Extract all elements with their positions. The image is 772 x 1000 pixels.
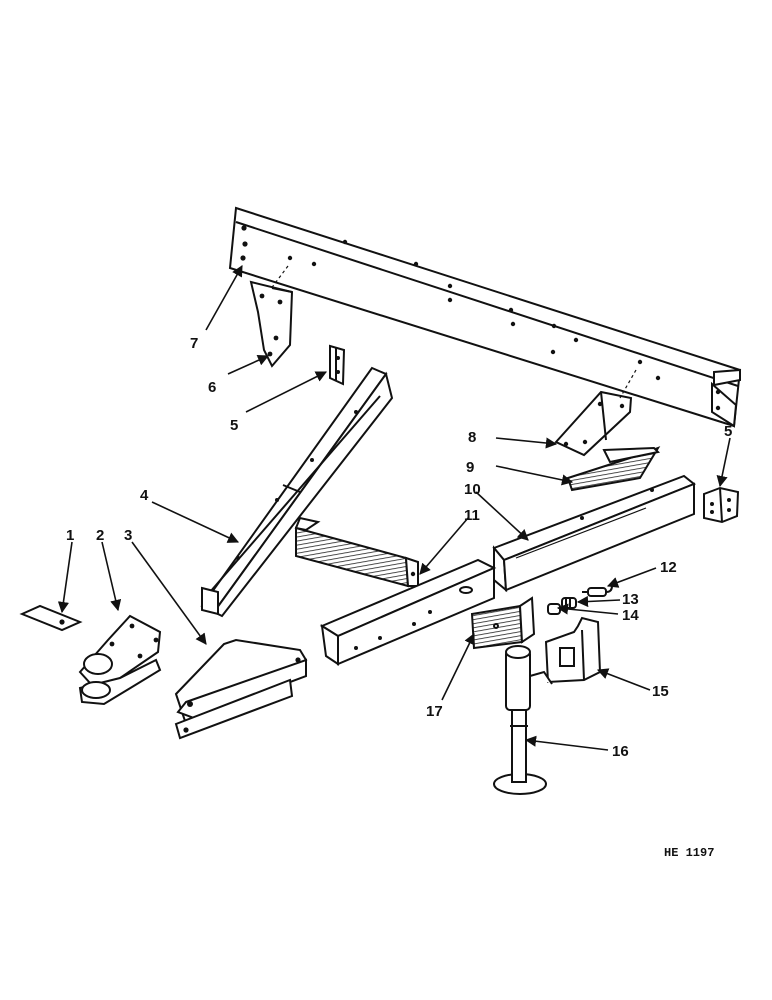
angle-gusset-right [556,370,636,455]
retaining-clip [548,604,560,614]
figure-reference-code: HE 1197 [664,846,714,860]
hitch-clevis [80,616,160,704]
diagonal-brace [202,368,392,616]
swivel-jack [494,646,552,794]
channel-bracket [472,598,534,648]
callout-2: 2 [96,527,104,544]
callout-15: 15 [652,683,669,700]
flat-plate [22,606,80,630]
callout-5-left: 5 [230,417,238,434]
callout-5-right: 5 [724,423,732,440]
hatched-bent-strap [296,518,418,586]
jack-mount-bracket [546,618,600,682]
callout-7: 7 [190,335,198,352]
angle-gusset-left [251,266,292,366]
callout-1: 1 [66,527,74,544]
callout-9: 9 [466,459,474,476]
hatched-plate [568,448,658,490]
callout-14: 14 [622,607,639,624]
callout-13: 13 [622,591,639,608]
front-channel [322,560,494,664]
callout-10: 10 [464,481,481,498]
callout-4: 4 [140,487,149,504]
square-tube [494,476,694,590]
spring [562,598,576,608]
callout-17: 17 [426,703,443,720]
lock-pin [582,586,612,596]
callout-12: 12 [660,559,677,576]
callout-16: 16 [612,743,629,760]
callout-labels: 1 2 3 4 5 5 6 7 8 9 10 11 12 13 14 15 16… [66,335,732,760]
small-angle-bracket-left [330,346,344,384]
callout-3: 3 [124,527,132,544]
leader-lines [57,265,731,751]
callout-8: 8 [468,429,476,446]
main-frame-beam [230,208,740,426]
hitch-plate [176,640,306,738]
callout-11: 11 [464,507,480,524]
small-angle-bracket-right [704,488,738,522]
callout-6: 6 [208,379,216,396]
